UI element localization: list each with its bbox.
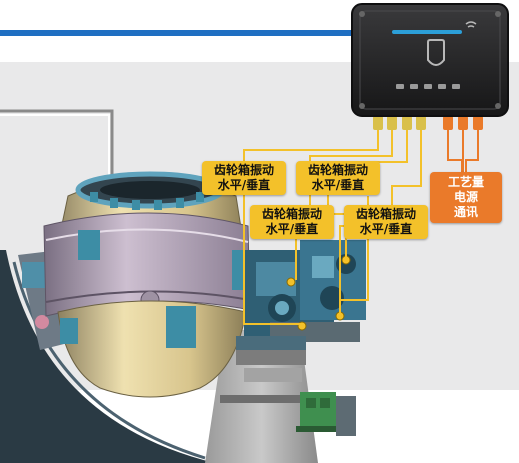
mouth-studs — [90, 192, 204, 210]
gearbox-label-2-line1: 齿轮箱振动 — [307, 163, 368, 177]
process-label-line1: 工艺量 — [447, 175, 484, 189]
connector-icon — [373, 116, 483, 130]
wifi-icon — [465, 21, 477, 28]
gearbox-label-4: 齿轮箱振动 水平/垂直 — [344, 205, 428, 239]
ground-arc — [0, 250, 215, 463]
gearbox-label-2-line2: 水平/垂直 — [311, 178, 365, 192]
gearbox-label-4-line2: 水平/垂直 — [359, 222, 413, 236]
header-rule — [0, 30, 352, 36]
process-label-line2: 电源 — [453, 190, 478, 204]
process-cables — [447, 130, 479, 172]
green-unit — [300, 392, 336, 426]
guide-line — [0, 109, 114, 190]
gearbox-label-3-line2: 水平/垂直 — [265, 222, 319, 236]
gearbox-label-3-line1: 齿轮箱振动 — [261, 207, 322, 221]
gearbox-label-4-line1: 齿轮箱振动 — [355, 207, 416, 221]
converter-bottom — [57, 300, 247, 398]
monitoring-device-icon — [351, 3, 509, 117]
process-label-line3: 通讯 — [453, 205, 478, 219]
gearbox-label-1-line2: 水平/垂直 — [217, 178, 271, 192]
gearbox-label-1: 齿轮箱振动 水平/垂直 — [202, 161, 286, 195]
shield-icon — [427, 39, 445, 66]
ground-arc-highlight — [12, 261, 206, 460]
process-label: 工艺量 电源 通讯 — [430, 172, 502, 223]
gearbox-label-2: 齿轮箱振动 水平/垂直 — [296, 161, 380, 195]
gearbox-label-3: 齿轮箱振动 水平/垂直 — [250, 205, 334, 239]
gearbox-label-1-line1: 齿轮箱振动 — [213, 163, 274, 177]
